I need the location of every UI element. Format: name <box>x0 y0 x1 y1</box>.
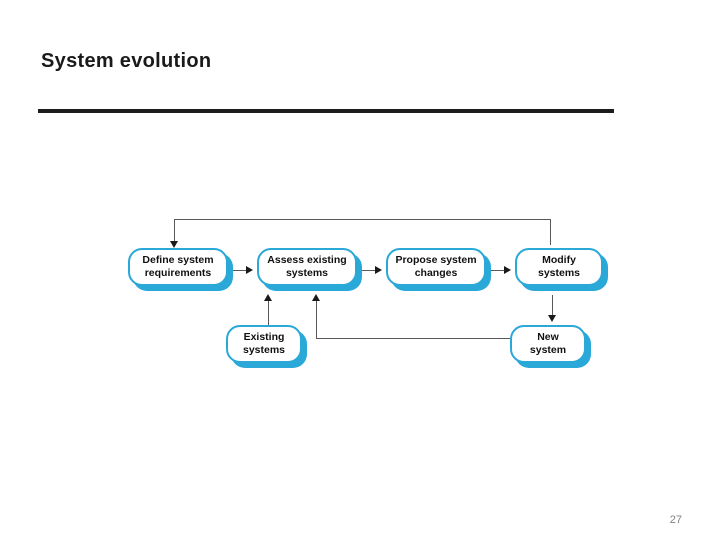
connector-bottom-to-propose <box>316 301 317 339</box>
connector-define-to-assess <box>232 270 249 271</box>
node-label-line1: Assess existing <box>267 254 347 267</box>
node-label-line2: changes <box>414 267 458 279</box>
node-label-line2: system <box>529 344 567 356</box>
node-label: Existing systems <box>243 331 285 357</box>
node-existing-systems[interactable]: Existing systems <box>226 325 302 363</box>
node-label-line1: Propose system <box>395 254 477 267</box>
node-label-line1: New <box>537 331 559 344</box>
node-label: Propose system changes <box>395 254 476 280</box>
page-number: 27 <box>669 514 682 526</box>
arrowhead-modify-to-new <box>548 315 556 322</box>
arrowhead-define-to-assess <box>246 266 253 274</box>
arrowhead-propose-to-modify <box>504 266 511 274</box>
node-label-line1: Define system <box>142 254 214 267</box>
page-title: System evolution <box>41 50 212 72</box>
node-propose-system-changes[interactable]: Propose system changes <box>386 248 486 286</box>
node-label-line2: requirements <box>144 267 212 279</box>
node-modify-systems[interactable]: Modify systems <box>515 248 603 286</box>
connector-bottom-rail <box>316 338 553 339</box>
connector-existing-to-assess <box>268 301 269 325</box>
node-label: Define system requirements <box>142 254 213 280</box>
node-new-system[interactable]: New system <box>510 325 586 363</box>
connector-modify-to-new <box>552 295 553 317</box>
node-label-line1: Existing <box>243 331 285 344</box>
node-define-system-requirements[interactable]: Define system requirements <box>128 248 228 286</box>
arrowhead-assess-to-propose <box>375 266 382 274</box>
arrowhead-into-define <box>170 241 178 248</box>
node-label-line1: Modify <box>542 254 576 267</box>
node-label: Modify systems <box>538 254 580 280</box>
connector-top-to-define <box>174 219 175 241</box>
node-label-line2: systems <box>285 267 328 279</box>
node-label: New system <box>530 331 566 357</box>
connector-modify-to-top <box>550 219 551 245</box>
system-evolution-flowchart: Define system requirements Assess existi… <box>120 205 608 385</box>
connector-assess-to-propose <box>361 270 378 271</box>
arrowhead-into-assess <box>264 294 272 301</box>
node-label-line2: systems <box>242 344 286 356</box>
connector-propose-to-modify <box>490 270 507 271</box>
node-assess-existing-systems[interactable]: Assess existing systems <box>257 248 357 286</box>
connector-top-rail <box>174 219 551 220</box>
node-label: Assess existing systems <box>267 254 346 280</box>
arrowhead-into-propose <box>312 294 320 301</box>
title-divider <box>38 109 614 113</box>
node-label-line2: systems <box>537 267 581 279</box>
